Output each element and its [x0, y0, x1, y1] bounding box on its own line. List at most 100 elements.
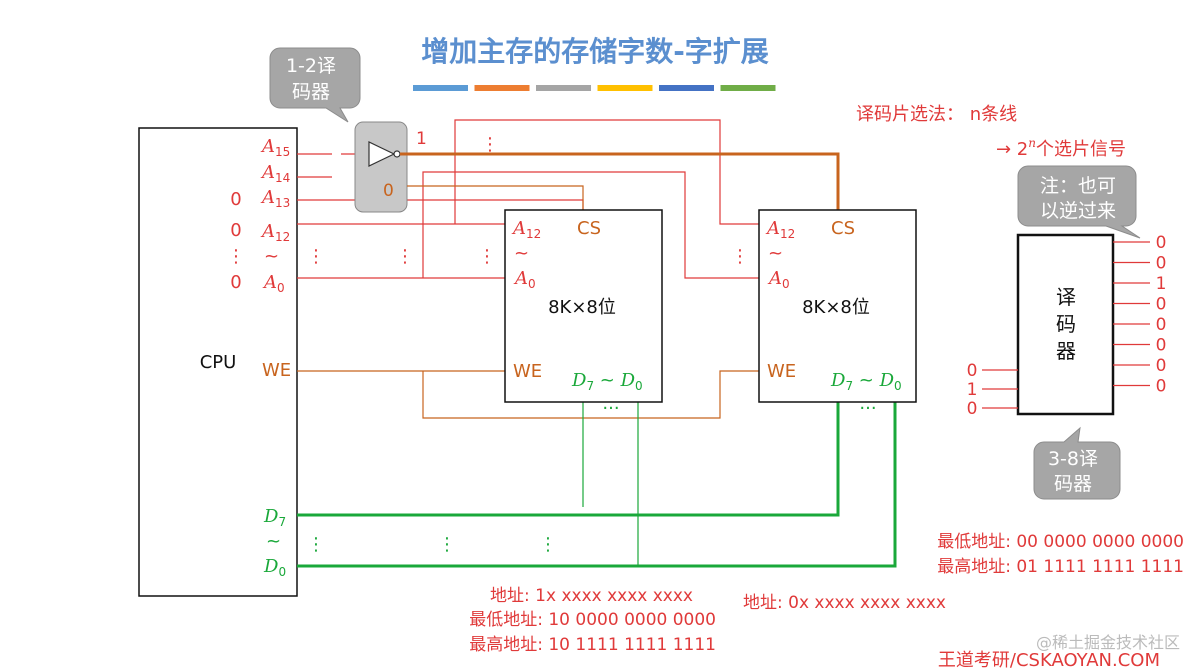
svg-text:⋮: ⋮ — [539, 534, 557, 555]
title-bar-segment — [720, 85, 776, 91]
title-bar-segment — [536, 85, 591, 91]
decoder-label: 器 — [1056, 339, 1076, 363]
pin-a15: A — [260, 136, 275, 157]
cpu-data-pins: D7 ~ D0 — [263, 506, 286, 579]
svg-text:~: ~ — [768, 243, 783, 264]
data-line-dots: ⋮ ⋮ ⋮ — [307, 534, 557, 555]
pin-tilde: ~ — [266, 531, 281, 552]
cpu-we-pin: WE — [262, 360, 291, 381]
svg-text:A0: A0 — [767, 268, 790, 291]
decoder-output-value: 0 — [1156, 377, 1167, 397]
cpu-label: CPU — [200, 352, 237, 373]
pin-a13: A — [260, 187, 275, 208]
chip-2-address-pattern: 地址: 0x xxxx xxxx xxxx — [743, 593, 946, 613]
svg-text:A12: A12 — [260, 221, 290, 244]
pin-value: 0 — [230, 272, 241, 293]
decoder-output-value: 0 — [1156, 254, 1167, 274]
pin-value: ⋮ — [227, 246, 245, 267]
decoder-input-value: 0 — [967, 399, 978, 419]
chip-2-address-range: 最低地址: 00 0000 0000 0000 最高地址: 01 1111 11… — [937, 532, 1184, 577]
svg-text:A15: A15 — [260, 136, 290, 159]
callout-decoder-3-8: 3-8译 码器 — [1033, 426, 1121, 500]
address-line-dots: ⋮ ⋮ ⋮ ⋮ ⋮ — [307, 134, 749, 267]
svg-text:A12: A12 — [511, 218, 541, 241]
we-wires — [297, 370, 760, 419]
address-pattern: 地址: 1x xxxx xxxx xxxx — [490, 586, 693, 606]
title-color-bar — [413, 85, 776, 91]
decoder-3-8: 译 码 器 — [1016, 233, 1115, 416]
callout-line: 3-8译 — [1048, 448, 1098, 470]
svg-text:⋮: ⋮ — [307, 246, 325, 267]
chip-cs-label: CS — [577, 218, 601, 239]
memory-chip-2: A12 ~ A0 CS 8K×8位 WE D7 ~ D0 — [758, 209, 917, 403]
callout-line: 1-2译 — [286, 55, 336, 77]
callout-decoder-1-2: 1-2译 码器 — [269, 47, 361, 123]
svg-text:⋮: ⋮ — [438, 534, 456, 555]
inverter-triangle — [368, 141, 396, 167]
decode-method-note: 译码片选法： n条线 — [856, 104, 1017, 125]
decoder-label: 译 — [1056, 285, 1076, 309]
chip-capacity: 8K×8位 — [548, 297, 616, 318]
svg-text:⋮: ⋮ — [478, 246, 496, 267]
lowest-address: 最低地址: 00 0000 0000 0000 — [937, 532, 1184, 552]
chip-1-data-dots: ··· — [602, 398, 619, 419]
decoder-output-1: 1 — [416, 129, 427, 149]
chip-2-data-dots: ··· — [859, 398, 876, 419]
svg-text:⋮: ⋮ — [481, 134, 499, 155]
pin-tilde: ~ — [264, 246, 279, 267]
cpu-pin-values: 0 0 ⋮ 0 — [227, 189, 245, 293]
svg-text:⋮: ⋮ — [731, 246, 749, 267]
cs-wire-chip1 — [407, 185, 584, 212]
wangdao-watermark: 王道考研/CSKAOYAN.COM — [938, 650, 1160, 671]
pin-a0: A — [262, 272, 277, 293]
title-bar-segment — [413, 85, 468, 91]
svg-text:D0: D0 — [263, 556, 286, 579]
pin-value: 0 — [230, 189, 241, 210]
decoder-output-value: 1 — [1156, 274, 1167, 294]
chip-capacity: 8K×8位 — [802, 297, 870, 318]
decoder-output-value: 0 — [1156, 233, 1167, 253]
svg-text:D7: D7 — [263, 506, 286, 529]
highest-address: 最高地址: 01 1111 1111 1111 — [937, 557, 1184, 577]
memory-chip-1: A12 ~ A0 CS 8K×8位 WE D7 ~ D0 — [504, 209, 663, 403]
juejin-watermark: @稀土掘金技术社区 — [1036, 633, 1180, 652]
decoder-input-value: 1 — [967, 380, 978, 400]
decoder-output-value: 0 — [1156, 295, 1167, 315]
highest-address: 最高地址: 10 1111 1111 1111 — [469, 635, 716, 655]
svg-text:~: ~ — [514, 243, 529, 264]
callout-line: 码器 — [1054, 473, 1092, 495]
svg-text:A0: A0 — [262, 272, 285, 295]
decoder-output-value: 0 — [1156, 356, 1167, 376]
decoder-1-2 — [354, 121, 408, 213]
title-bar-segment — [474, 85, 530, 91]
decoder-output-value: 0 — [1156, 315, 1167, 335]
chip-1-address-range: 地址: 1x xxxx xxxx xxxx 最低地址: 10 0000 0000… — [469, 586, 716, 655]
pin-d7: D — [263, 506, 279, 527]
svg-text:A12: A12 — [765, 218, 795, 241]
decoder-3-8-inputs: 010 — [967, 361, 1018, 419]
callout-reversible: 注：也可 以逆过来 — [1017, 165, 1141, 239]
svg-text:⋮: ⋮ — [307, 534, 325, 555]
svg-text:D7 ~ D0: D7 ~ D0 — [830, 370, 902, 393]
pin-value: 0 — [230, 220, 241, 241]
pin-a14: A — [260, 162, 275, 183]
callout-line: 以逆过来 — [1040, 200, 1116, 222]
pin-d0: D — [263, 556, 279, 577]
decoder-input-value: 0 — [967, 361, 978, 381]
cs-wire-chip2 — [400, 152, 840, 212]
title-bar-segment — [597, 85, 653, 91]
slide-title: 增加主存的存储字数-字扩展 — [421, 35, 769, 68]
svg-text:A13: A13 — [260, 187, 290, 210]
data-bus — [297, 400, 897, 568]
decoder-label: 码 — [1056, 312, 1076, 336]
svg-text:⋮: ⋮ — [396, 246, 414, 267]
title-bar-segment — [659, 85, 714, 91]
svg-text:D7 ~ D0: D7 ~ D0 — [571, 370, 643, 393]
callout-line: 注：也可 — [1040, 175, 1116, 197]
svg-text:A14: A14 — [260, 162, 290, 185]
cpu-address-pins: A15 A14 A13 A12 ~ A0 — [260, 136, 290, 295]
decoder-output-value: 0 — [1156, 336, 1167, 356]
